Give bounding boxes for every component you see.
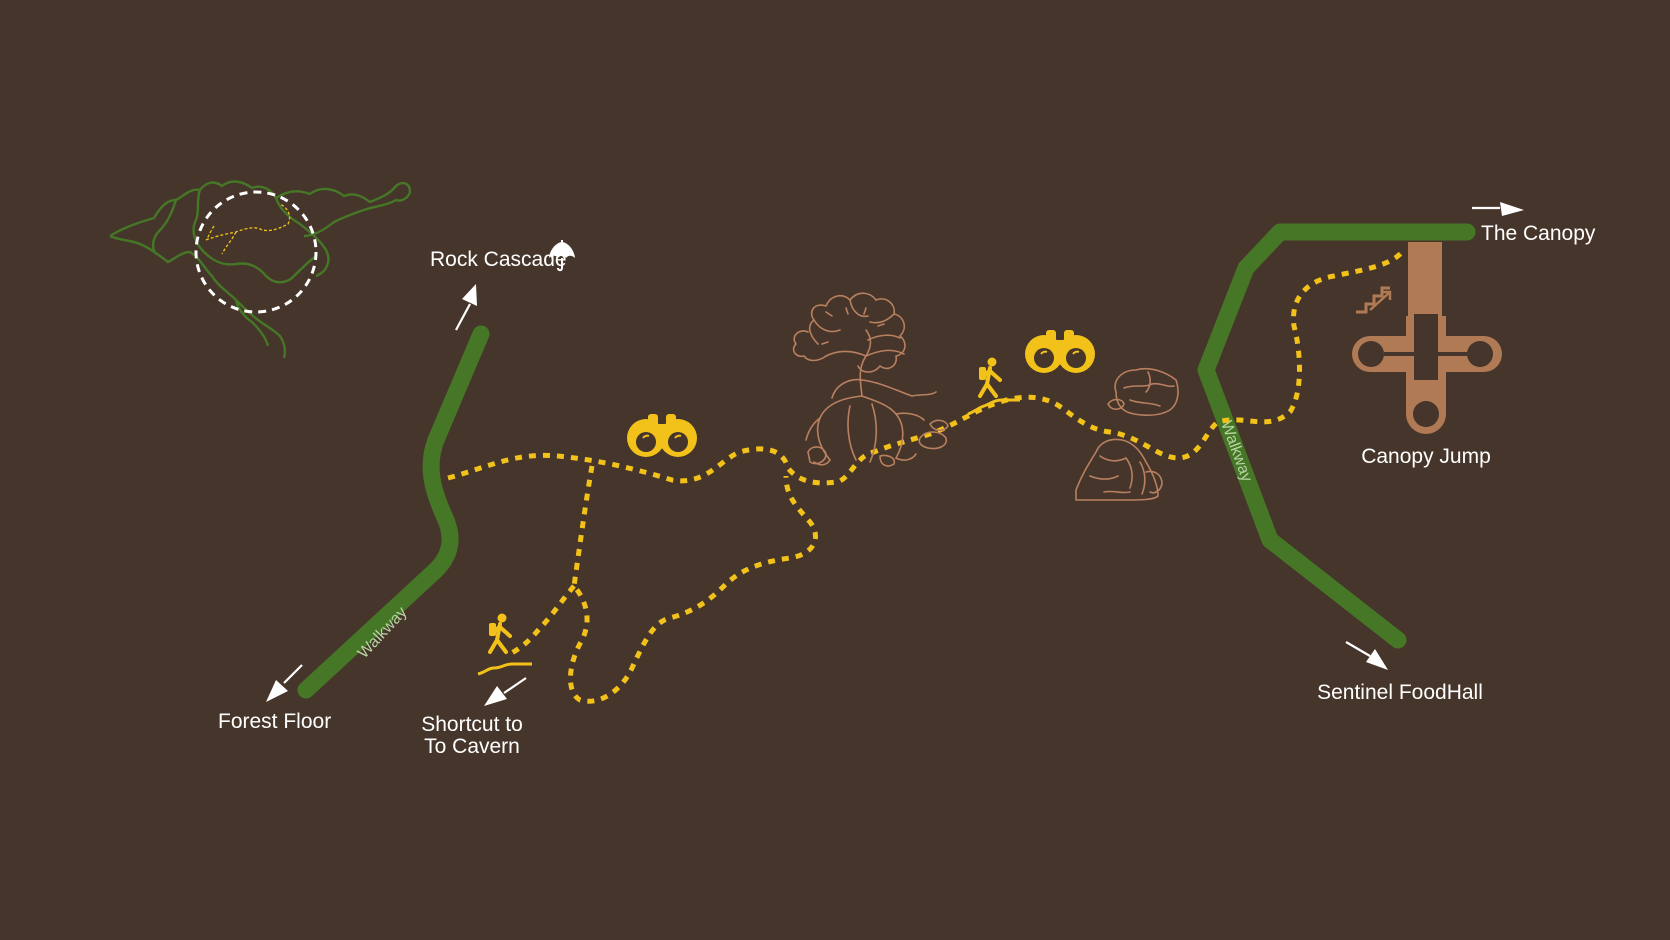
arrow-sentinel-foodhall	[1345, 641, 1388, 670]
label-canopy-jump[interactable]: Canopy Jump	[1361, 445, 1491, 468]
binoculars-icon[interactable]	[1025, 330, 1095, 373]
trail-shortcut	[508, 584, 576, 657]
binoculars-icon[interactable]	[627, 414, 697, 457]
trail-cavern-loop	[567, 465, 818, 704]
label-shortcut-line2[interactable]: To Cavern	[424, 735, 520, 758]
tree-roots-landmark	[792, 292, 949, 467]
arrow-the-canopy	[1472, 202, 1524, 216]
trail-main	[447, 250, 1404, 486]
label-sentinel-foodhall[interactable]: Sentinel FoodHall	[1317, 681, 1483, 704]
walkway-east-label: Walkway	[1217, 419, 1255, 484]
locator-inset-map	[109, 180, 412, 359]
canopy-jump-structure	[1352, 242, 1502, 434]
umbrella-icon	[549, 240, 575, 272]
label-rock-cascade[interactable]: Rock Cascade	[430, 248, 567, 271]
arrow-forest-floor	[266, 664, 303, 702]
label-shortcut-line1[interactable]: Shortcut to	[421, 713, 523, 736]
trail-network	[447, 250, 1404, 704]
walkway-west: Walkway	[297, 325, 490, 699]
arrow-shortcut	[484, 677, 527, 706]
stairs-up-icon	[1356, 286, 1392, 314]
boulders-landmark	[1075, 367, 1179, 501]
arrow-rock-cascade	[455, 284, 477, 331]
label-the-canopy[interactable]: The Canopy	[1481, 222, 1596, 245]
hiker-icon[interactable]	[477, 613, 532, 676]
label-forest-floor[interactable]: Forest Floor	[218, 710, 331, 733]
hiker-icon[interactable]	[967, 357, 1020, 416]
